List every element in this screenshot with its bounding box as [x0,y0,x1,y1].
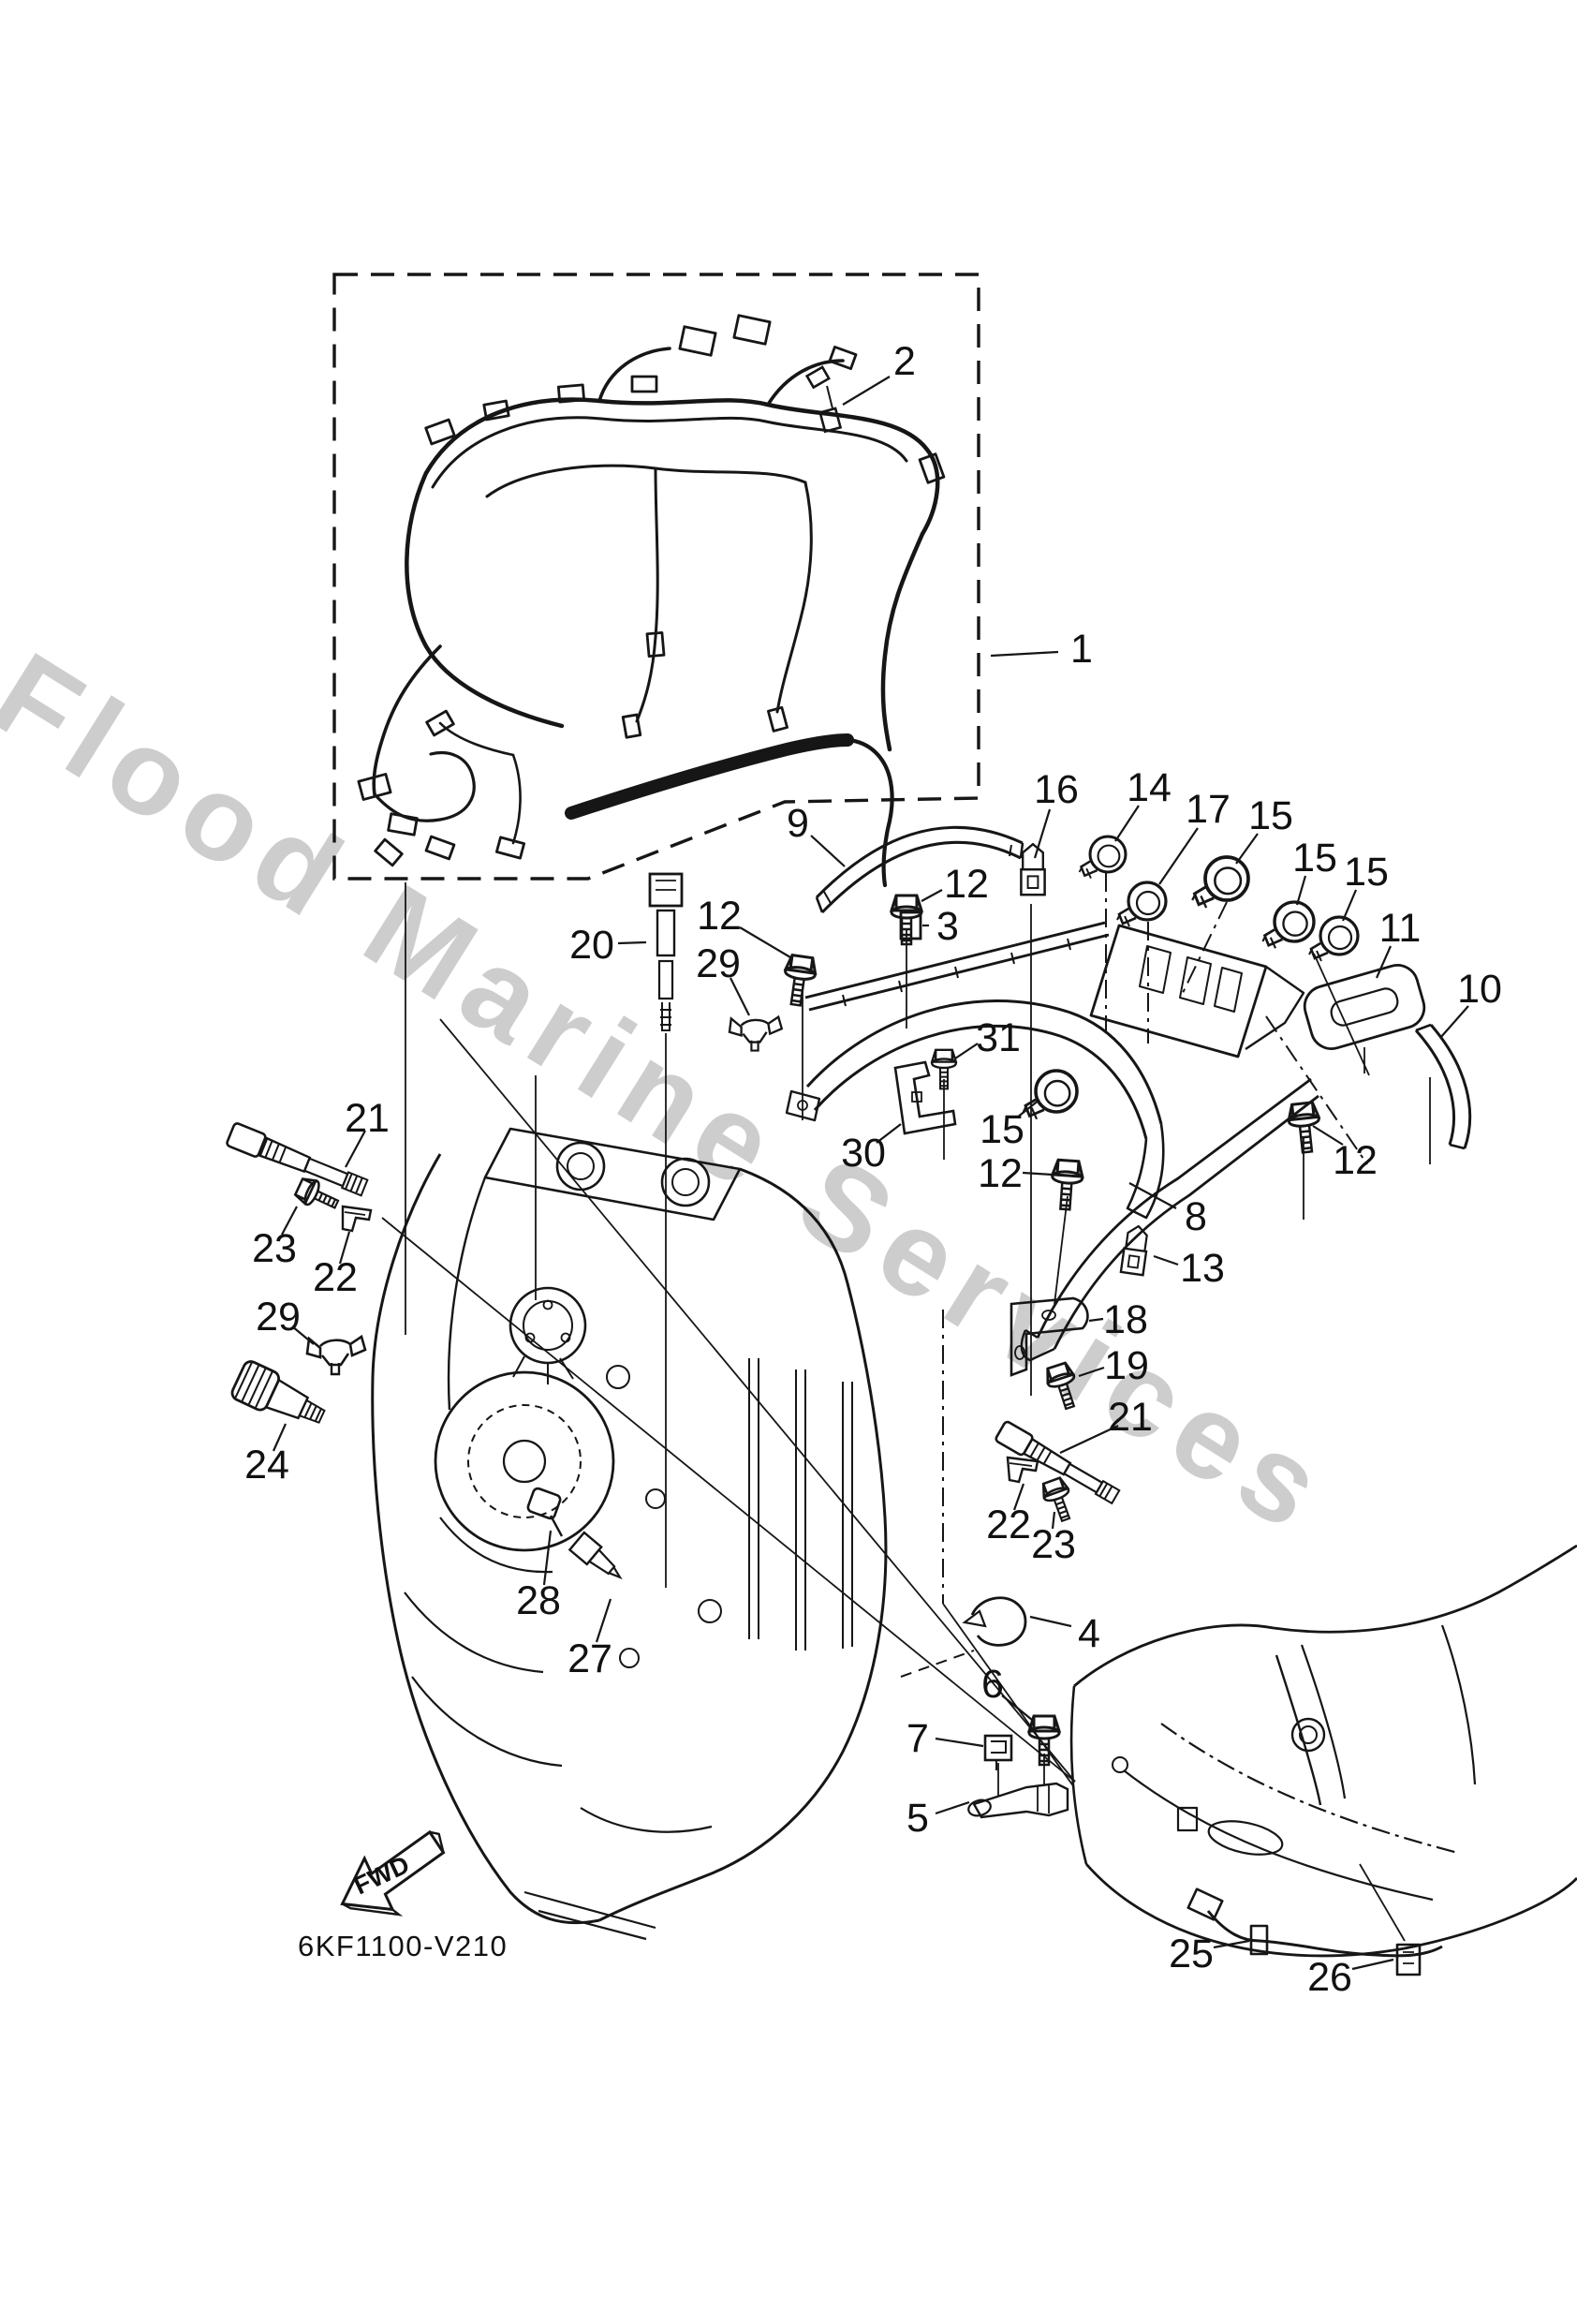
callout-2: 2 [893,339,916,384]
callout-23-a: 23 [252,1226,297,1271]
callout-1: 1 [1070,627,1093,672]
callout-17: 17 [1186,787,1231,832]
part-18-bracket [1010,1296,1089,1377]
callout-15-b: 15 [1292,836,1337,881]
callout-9: 9 [787,801,809,846]
callout-12-b: 12 [944,862,989,907]
part-15-clamp-a [1190,855,1250,910]
callout-5: 5 [906,1796,929,1841]
part-28-sensor [526,1487,564,1537]
callout-29-b: 29 [256,1295,301,1340]
part-7-clip [983,1734,1013,1770]
part-5-switch-assembly [967,1782,1069,1819]
part-21-sensor-b [995,1420,1121,1505]
callout-19: 19 [1104,1343,1149,1388]
part-16-clip [1020,842,1046,896]
part-14-clamp [1078,835,1127,881]
fwd-arrow: FWD [340,1829,446,1917]
callout-4: 4 [1078,1611,1100,1656]
part-15-clamp-c [1307,915,1360,963]
callout-29-a: 29 [696,941,741,986]
callout-7: 7 [906,1716,929,1761]
part-2-sensor [804,365,843,434]
callout-22-b: 22 [986,1502,1031,1547]
electrical-bracket-assembly [785,825,1319,1362]
callout-13: 13 [1180,1246,1225,1291]
part-9-molding [815,825,1024,914]
callout-12-d: 12 [978,1151,1023,1196]
part-25-clip [1249,1924,1269,1956]
construction-lines [381,873,1431,1942]
part-12-bolt-a [779,953,819,1009]
callout-25: 25 [1169,1932,1214,1976]
part-11-grommet [1303,964,1426,1050]
callout-15-d: 15 [980,1107,1024,1152]
callout-15-c: 15 [1344,850,1389,895]
part-29-clip-b [305,1335,367,1376]
part-22-holder-a [341,1205,373,1233]
part-15-clamp-b [1260,900,1316,951]
part-23-bolt-a [292,1174,344,1218]
part-4-clamp [962,1596,1027,1647]
callout-12-c: 12 [1333,1138,1378,1183]
callout-30: 30 [841,1131,886,1176]
part-24-sensor [230,1360,326,1424]
callout-28: 28 [516,1578,561,1623]
part-13-clip [1119,1223,1151,1277]
callout-18: 18 [1103,1297,1148,1342]
part-10-molding [1414,1023,1472,1150]
wiring-harness-illustration [357,314,946,888]
part-20-sensor [648,872,684,1031]
small-parts [226,835,1472,1819]
callout-20: 20 [569,923,614,968]
part-22-holder-b [1006,1456,1039,1484]
callout-3: 3 [936,904,959,949]
callout-24: 24 [244,1443,289,1488]
callout-31: 31 [976,1015,1021,1060]
callout-26: 26 [1307,1955,1352,2000]
fwd-arrow-label: FWD [349,1850,413,1900]
part-23-bolt-b [1038,1474,1080,1526]
wiring-harness-box [332,273,980,940]
callout-27: 27 [567,1636,612,1681]
part-27-sensor [567,1531,623,1580]
part-29-clip-a [728,1015,783,1052]
part-30-bracket [893,1060,957,1135]
callout-11: 11 [1379,906,1422,951]
part-19-bolt [1042,1360,1084,1414]
callout-12-a: 12 [697,894,742,939]
dashed-box-outline [332,273,980,881]
callout-8: 8 [1185,1194,1207,1239]
callout-6: 6 [981,1662,1004,1707]
cowling-wire [1186,1887,1443,1976]
part-21-sensor-a [226,1122,369,1197]
engine-block-sketch [371,1127,888,1941]
part-8-bracket-arm [1020,1077,1319,1362]
diagram-code: 6KF1100-V210 [298,1930,508,1962]
callout-14: 14 [1127,765,1172,810]
callout-labels: 1 2 3 9 16 14 17 15 15 15 11 10 12 20 12… [244,339,1502,2000]
part-17-clamp [1115,881,1168,928]
callout-16: 16 [1034,767,1079,812]
callout-21-b: 21 [1108,1395,1153,1440]
callout-21-a: 21 [345,1096,390,1141]
callout-23-b: 23 [1031,1522,1076,1567]
callout-15-a: 15 [1248,793,1293,838]
leader-lines [272,376,1469,1971]
part-26-connector [1395,1943,1422,1976]
callout-10: 10 [1457,967,1502,1012]
lower-cowling-sketch [1069,1544,1577,1976]
callout-22-a: 22 [313,1255,358,1300]
